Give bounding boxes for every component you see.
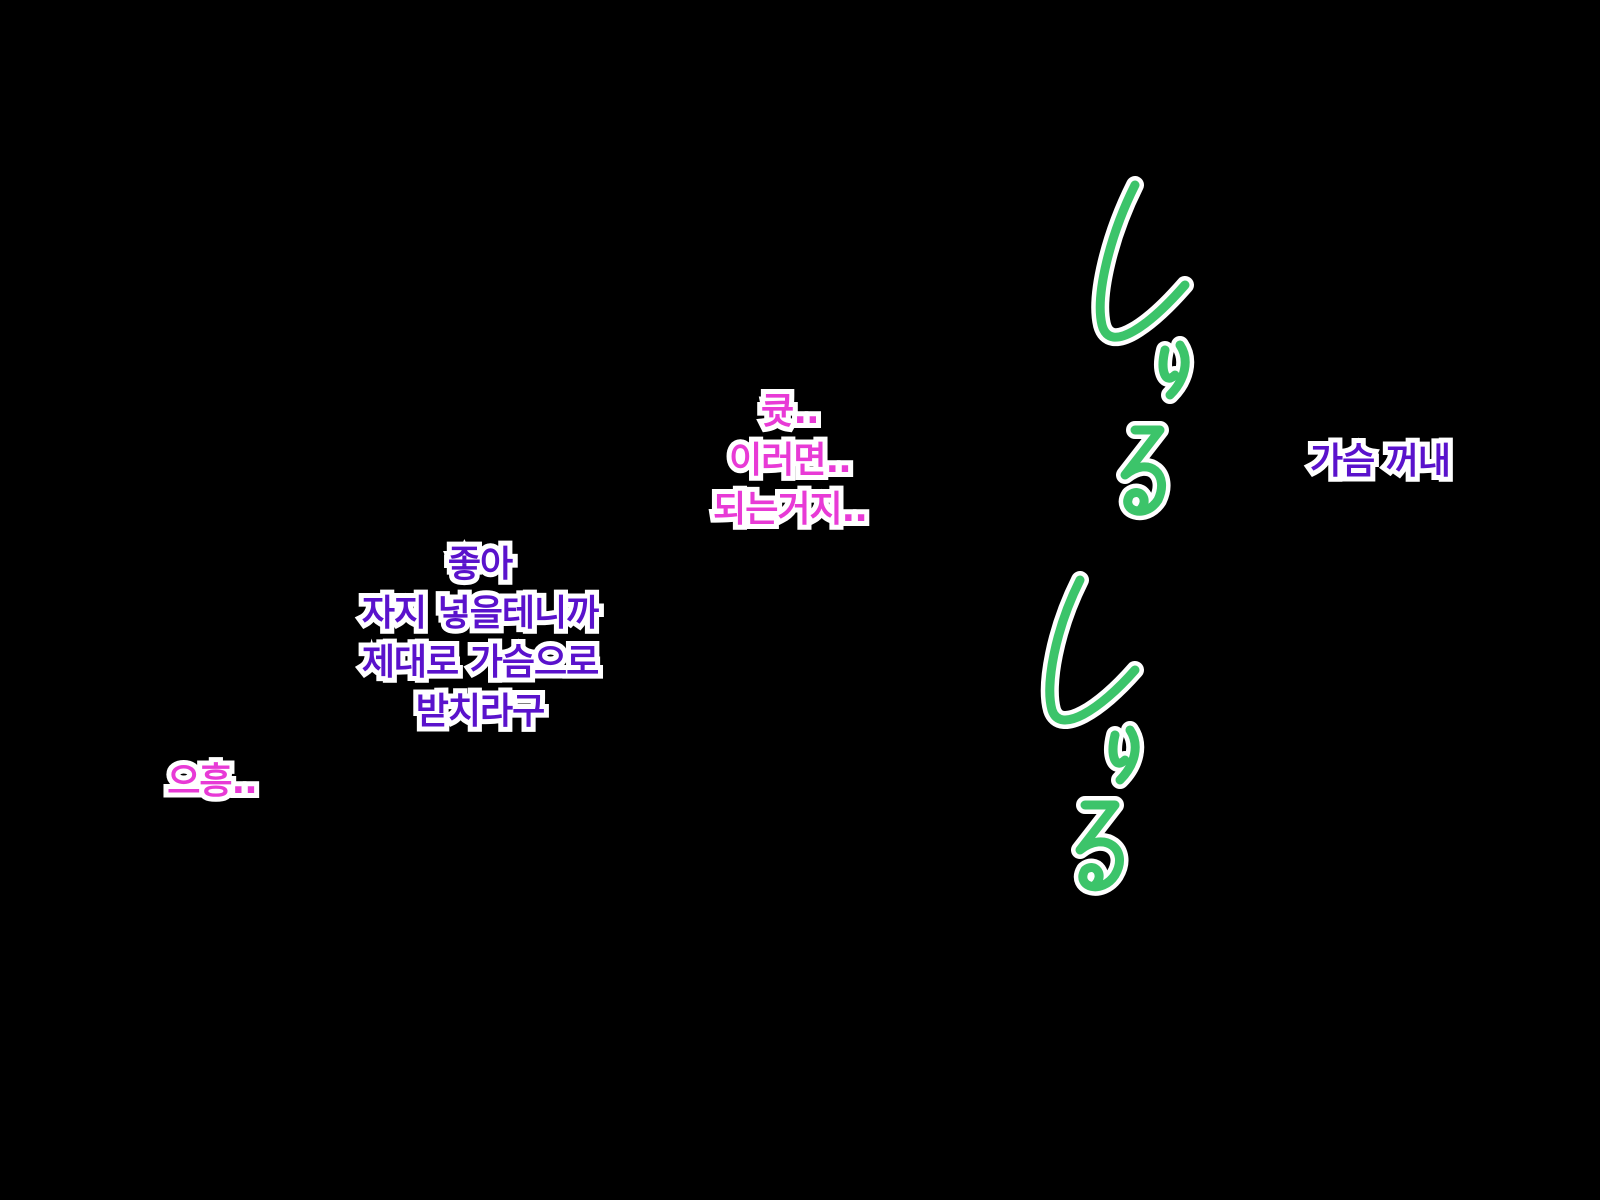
center-speech-line-4: 받치라구 <box>411 686 550 737</box>
sfx-fill <box>1045 180 1190 892</box>
right-caption-line-1: 가슴 꺼내 <box>1305 436 1456 487</box>
moan-line-1: 으흥.. <box>162 756 263 807</box>
sound-effect-shurushuru <box>1040 176 1195 896</box>
mid-pink-speech-text: 큣.. 이러면.. 되는거지.. <box>700 386 880 535</box>
moan-text: 으흥.. <box>160 756 264 807</box>
mid-pink-line-3: 되는거지.. <box>708 484 873 535</box>
mid-pink-line-1: 큣.. <box>756 386 824 437</box>
center-speech-text: 좋아 자지 넣을테니까 제대로 가슴으로 받치라구 <box>345 539 615 737</box>
center-speech-line-2: 자지 넣을테니까 <box>357 588 604 639</box>
center-speech-line-1: 좋아 <box>443 539 518 590</box>
right-caption-text: 가슴 꺼내 <box>1295 436 1465 487</box>
mid-pink-line-2: 이러면.. <box>724 435 857 486</box>
center-speech-line-3: 제대로 가슴으로 <box>357 637 604 688</box>
